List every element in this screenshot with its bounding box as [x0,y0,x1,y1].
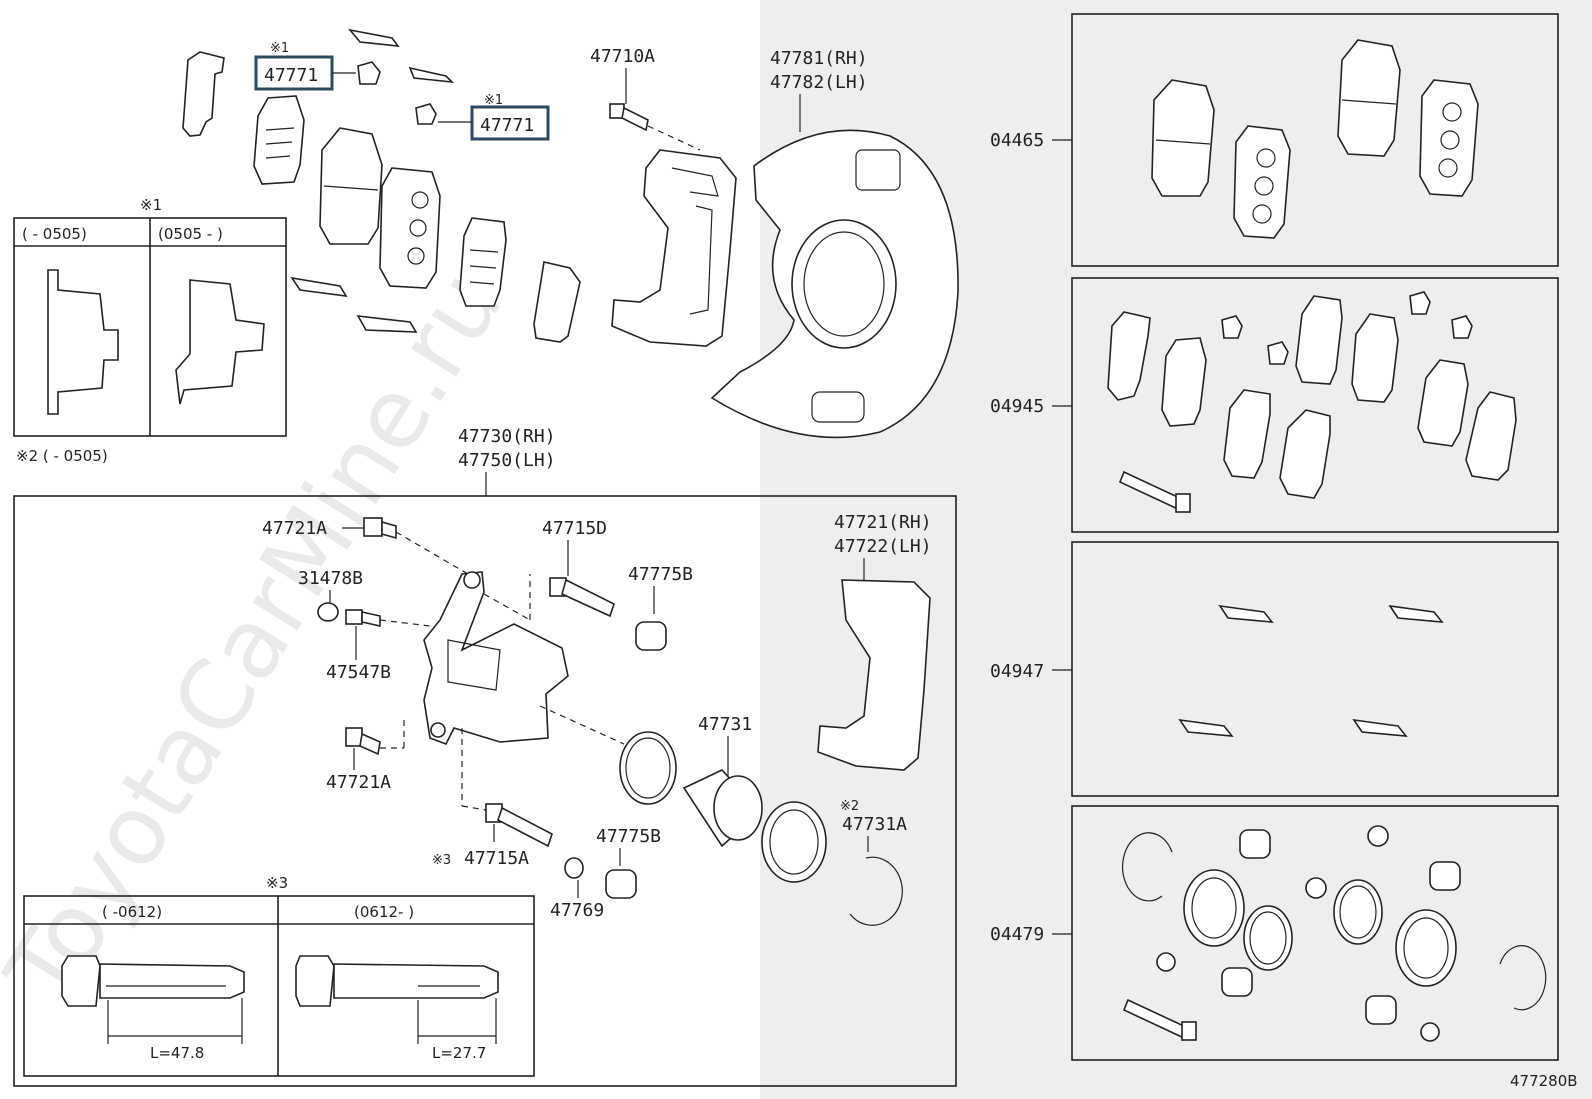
inset-box-1: ( - 0505) (0505 - ) [13,217,287,437]
slide-pin-47715A [485,803,553,848]
inset1-col-left: ( - 0505) [22,225,87,243]
callout-47731A[interactable]: 47731A [842,814,907,835]
snap-ring-47731A [849,856,903,926]
callout-47769[interactable]: 47769 [550,900,604,921]
pad-support-clips [290,28,455,333]
cylinder-boot-ring [761,801,827,883]
callout-47710A[interactable]: 47710A [590,46,655,67]
inset3-col-left: ( -0612) [102,903,162,921]
inset3-len-right: L=27.7 [432,1044,486,1062]
callout-47721[interactable]: 47721(RH) [834,512,932,533]
callout-47715D[interactable]: 47715D [542,518,607,539]
callout-47547B[interactable]: 47547B [326,662,391,683]
anti-squeal-clip-2 [415,103,437,125]
callout-47771-a[interactable]: 47771 [264,65,318,86]
caliper-assembly-box [13,495,957,1087]
note-line-2: ※2 ( - 0505) [16,447,108,465]
kit-box-04947 [1071,541,1559,797]
inset1-col-right: (0505 - ) [158,225,223,243]
anti-squeal-clip-1 [357,61,381,85]
callout-47731[interactable]: 47731 [698,714,752,735]
pad-shim-right-2 [533,261,581,343]
inset3-len-left: L=47.8 [150,1044,204,1062]
cap-31478B [317,602,339,622]
piston-47731 [682,769,763,848]
brake-pad-outer [379,167,441,289]
pad-shim-left-2 [253,95,305,185]
callout-47721A-bottom[interactable]: 47721A [326,772,391,793]
note-mark-3-box: ※3 [266,874,288,892]
callout-47782[interactable]: 47782(LH) [770,72,868,93]
bolt-47710A [609,103,649,132]
kit-label-04947[interactable]: 04947 [990,661,1044,682]
bleeder-plug-47721A-top [363,517,397,540]
kit-label-04479[interactable]: 04479 [990,924,1044,945]
callout-47721A-top[interactable]: 47721A [262,518,327,539]
bleeder-47721A-bottom [345,727,381,756]
inset3-col-right: (0612- ) [354,903,414,921]
callout-47775B-top[interactable]: 47775B [628,564,693,585]
callout-47750[interactable]: 47750(LH) [458,450,556,471]
brake-pad-inner [319,127,383,245]
kit-box-04479 [1071,805,1559,1061]
note-mark-2: ※2 [840,799,859,814]
boot-47775B-bottom [605,869,637,899]
note-mark-1b: ※1 [484,93,503,108]
caliper-bracket-47721 [817,579,931,771]
callout-47722[interactable]: 47722(LH) [834,536,932,557]
kit-04945-shims [1107,291,1517,513]
callout-47715A[interactable]: 47715A [464,848,529,869]
kit-label-04945[interactable]: 04945 [990,396,1044,417]
dust-cover [710,129,959,439]
callout-47771-b[interactable]: 47771 [480,115,534,136]
piston-seal [619,731,677,805]
callout-31478B[interactable]: 31478B [298,568,363,589]
note-mark-1a: ※1 [270,41,289,56]
pad-shim-left-1 [182,51,225,137]
kit-04479-seals [1122,825,1547,1042]
callout-47775B-bottom[interactable]: 47775B [596,826,661,847]
cap-47769 [564,857,584,879]
highlight-box-47771-b [470,105,550,141]
boot-47775B-top [635,621,667,651]
kit-label-04465[interactable]: 04465 [990,130,1044,151]
slide-pin-47715D [549,577,615,618]
callout-47730[interactable]: 47730(RH) [458,426,556,447]
note-mark-3: ※3 [432,853,451,868]
pad-shim-right-1 [459,217,507,307]
kit-box-04945 [1071,277,1559,533]
note-mark-1-box: ※1 [140,196,162,214]
kit-04947-clips [1178,604,1444,737]
kit-04465-pads [1151,39,1479,239]
bleeder-47547B [345,609,381,627]
diagram-code: 477280B [1510,1072,1578,1090]
inset-box-3: ( -0612) (0612- ) L=47.8 L=27.7 [23,895,535,1077]
caliper-body [423,571,569,746]
caliper-bracket-top [611,149,737,347]
kit-box-04465 [1071,13,1559,267]
callout-47781[interactable]: 47781(RH) [770,48,868,69]
